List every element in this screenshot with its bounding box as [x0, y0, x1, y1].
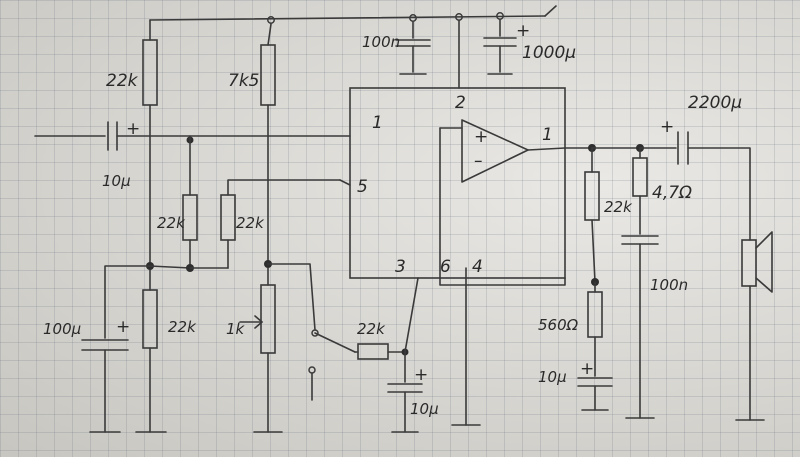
potentiometer-1k	[260, 284, 276, 354]
resistor-22k-top-left	[142, 39, 158, 106]
speaker-cone	[755, 231, 773, 293]
plus-bottom-cap: +	[580, 359, 594, 379]
plus-feedback-cap: +	[414, 365, 428, 385]
label-22k-out: 22k	[604, 198, 633, 216]
pin-label-3: 3	[395, 257, 406, 277]
opamp-plus-label: +	[474, 127, 488, 147]
polarity-marks: + + + + + +	[116, 21, 674, 385]
opamp-triangle	[461, 119, 529, 183]
pin-label-6: 6	[440, 257, 451, 277]
feedback-network	[354, 277, 423, 433]
label-22k-top-left: 22k	[106, 71, 139, 91]
mid-resistors	[182, 135, 351, 272]
label-22k-bottom-left: 22k	[168, 318, 197, 336]
resistor-22k-feedback	[357, 343, 389, 360]
resistor-22k-out	[584, 171, 600, 221]
switch-contact-b	[308, 366, 316, 374]
label-10u-out: 10µ	[538, 368, 567, 386]
speaker-coil	[741, 239, 757, 287]
resistor-22k-mid-b	[220, 194, 236, 241]
component-labels: 22k 7k5 10µ 22k 22k 100µ 22k 1k 22k 10µ …	[43, 33, 742, 418]
opamp-minus-label: –	[474, 151, 483, 171]
pin-label-1: 1	[542, 125, 553, 145]
label-2200u: 2200µ	[688, 93, 742, 113]
resistor-22k-mid-a	[182, 194, 198, 241]
output-network	[564, 131, 773, 421]
resistor-22k-bottom-left	[142, 289, 158, 349]
label-100n-supply: 100n	[362, 33, 400, 51]
plus-2200u-cap: +	[660, 117, 674, 137]
input-section	[34, 121, 351, 151]
label-7k5: 7k5	[228, 71, 259, 91]
label-4r7: 4,7Ω	[652, 183, 692, 203]
label-1000u: 1000µ	[522, 43, 576, 63]
label-560-ohm: 560Ω	[538, 316, 579, 334]
plus-left-cap: +	[116, 317, 130, 337]
label-10u-feedback: 10µ	[410, 400, 439, 418]
ic-pin-labels: 1 2 1 5 3 6 4 + –	[357, 93, 553, 277]
switch-contact-a	[311, 329, 319, 337]
plus-1000u-cap: +	[516, 21, 530, 41]
resistor-560-ohm	[587, 291, 603, 338]
label-22k-feedback: 22k	[357, 320, 386, 338]
label-10u-input: 10µ	[102, 172, 131, 190]
top-terminal	[267, 16, 275, 24]
pin-label-4: 4	[472, 257, 483, 277]
plus-input-cap: +	[126, 119, 140, 139]
label-100n-out: 100n	[650, 276, 688, 294]
label-100u-left: 100µ	[43, 320, 81, 338]
supply-caps	[395, 19, 517, 75]
top-rail	[149, 5, 557, 24]
resistor-7k5	[260, 44, 276, 106]
resistor-4r7	[632, 157, 648, 197]
amplifier-ic	[349, 19, 566, 426]
pin-label-top-left: 1	[372, 113, 383, 133]
pin-label-5: 5	[357, 177, 368, 197]
pin-label-2: 2	[455, 93, 466, 113]
left-branch	[81, 19, 191, 433]
label-1k-pot: 1k	[226, 320, 246, 338]
ic-body	[349, 87, 566, 279]
pot-branch	[239, 23, 356, 433]
label-22k-mid-b: 22k	[236, 214, 265, 232]
label-22k-mid-a: 22k	[157, 214, 186, 232]
